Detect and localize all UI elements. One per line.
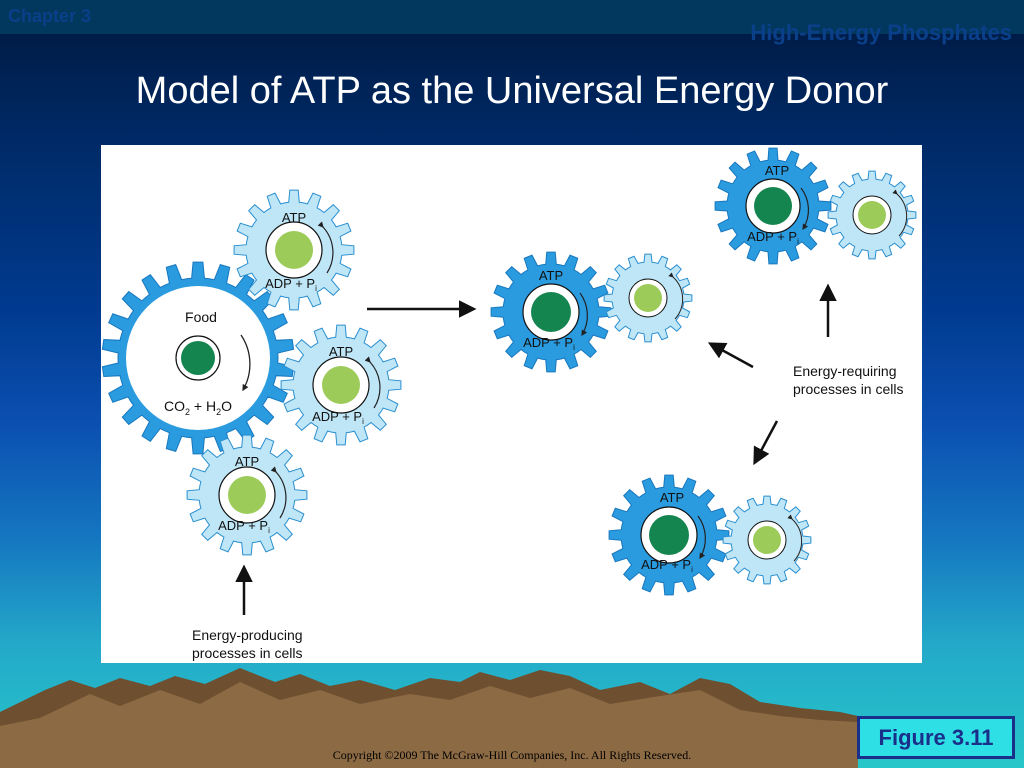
copyright-notice: Copyright ©2009 The McGraw-Hill Companie… [332,748,692,762]
rotation-arrow [317,221,334,274]
mountain-foreground [0,682,858,768]
energy-producing-line2: processes in cells [192,645,303,661]
section-title: High-Energy Phosphates [750,20,1012,45]
adp-label: ADP + Pi [312,409,364,426]
atp-label: ATP [539,268,563,283]
rotation-arrow [668,272,684,320]
food-rotation-arrow [240,334,251,392]
light-green-circle [228,476,266,514]
adp-label: ADP + Pi [523,335,575,352]
light-green-circle [634,284,662,312]
slide-title: Model of ATP as the Universal Energy Don… [135,70,889,112]
adp-label: ADP + Pi [641,557,693,574]
figure-label: Figure 3.11 [857,716,1015,759]
food-label: Food [185,309,217,325]
header-bar [0,0,1024,34]
energy-requiring-line2: processes in cells [793,381,904,397]
atp-label: ATP [329,344,353,359]
atp-diagram: Food CO2 + H2O ATP ADP + Pi ATP ADP + Pi… [101,145,922,663]
arrow-down-diagonal [753,420,779,466]
dark-green-circle [754,187,792,225]
atp-label: ATP [235,454,259,469]
arrow-up-left-diagonal [707,342,754,369]
diagram-canvas: Food CO2 + H2O ATP ADP + Pi ATP ADP + Pi… [101,147,917,661]
atp-label: ATP [765,163,789,178]
rotation-arrow [579,292,588,337]
light-green-circle [275,231,313,269]
rotation-arrow [697,515,706,560]
energy-producing-line1: Energy-producing [192,627,303,643]
light-green-circle [753,526,781,554]
atp-label: ATP [660,490,684,505]
food-core-circle [181,341,215,375]
adp-label: ADP + Pi [265,276,317,293]
rotation-arrow [364,356,381,409]
adp-label: ADP + Pi [218,518,270,535]
rotation-arrow [892,189,908,237]
mountain-landscape [0,668,858,768]
light-green-circle [322,366,360,404]
rotation-arrow [800,187,810,231]
adp-label: ADP + Pi [747,229,799,246]
chapter-label: Chapter 3 [8,6,92,26]
light-green-circle [858,201,886,229]
atp-label: ATP [282,210,306,225]
food-gear: Food CO2 + H2O [101,261,295,455]
dark-green-circle [531,292,571,332]
atp-gear-pair-middle: ATP ADP + Pi [490,251,693,373]
atp-gear-pair-top-right: ATP ADP + Pi [714,147,917,265]
energy-requiring-line1: Energy-requiring [793,363,897,379]
atp-gear-pair-bottom-right: ATP ADP + Pi [608,474,812,596]
atp-gear-mid-left: ATP ADP + Pi [280,324,402,446]
atp-gear-top-left: ATP ADP + Pi [233,189,355,311]
co2-h2o-label: CO2 + H2O [164,398,232,417]
atp-gear-bottom-left: ATP ADP + Pi [186,434,308,556]
rotation-arrow [270,466,287,519]
dark-green-circle [649,515,689,555]
rotation-arrow [787,514,803,562]
